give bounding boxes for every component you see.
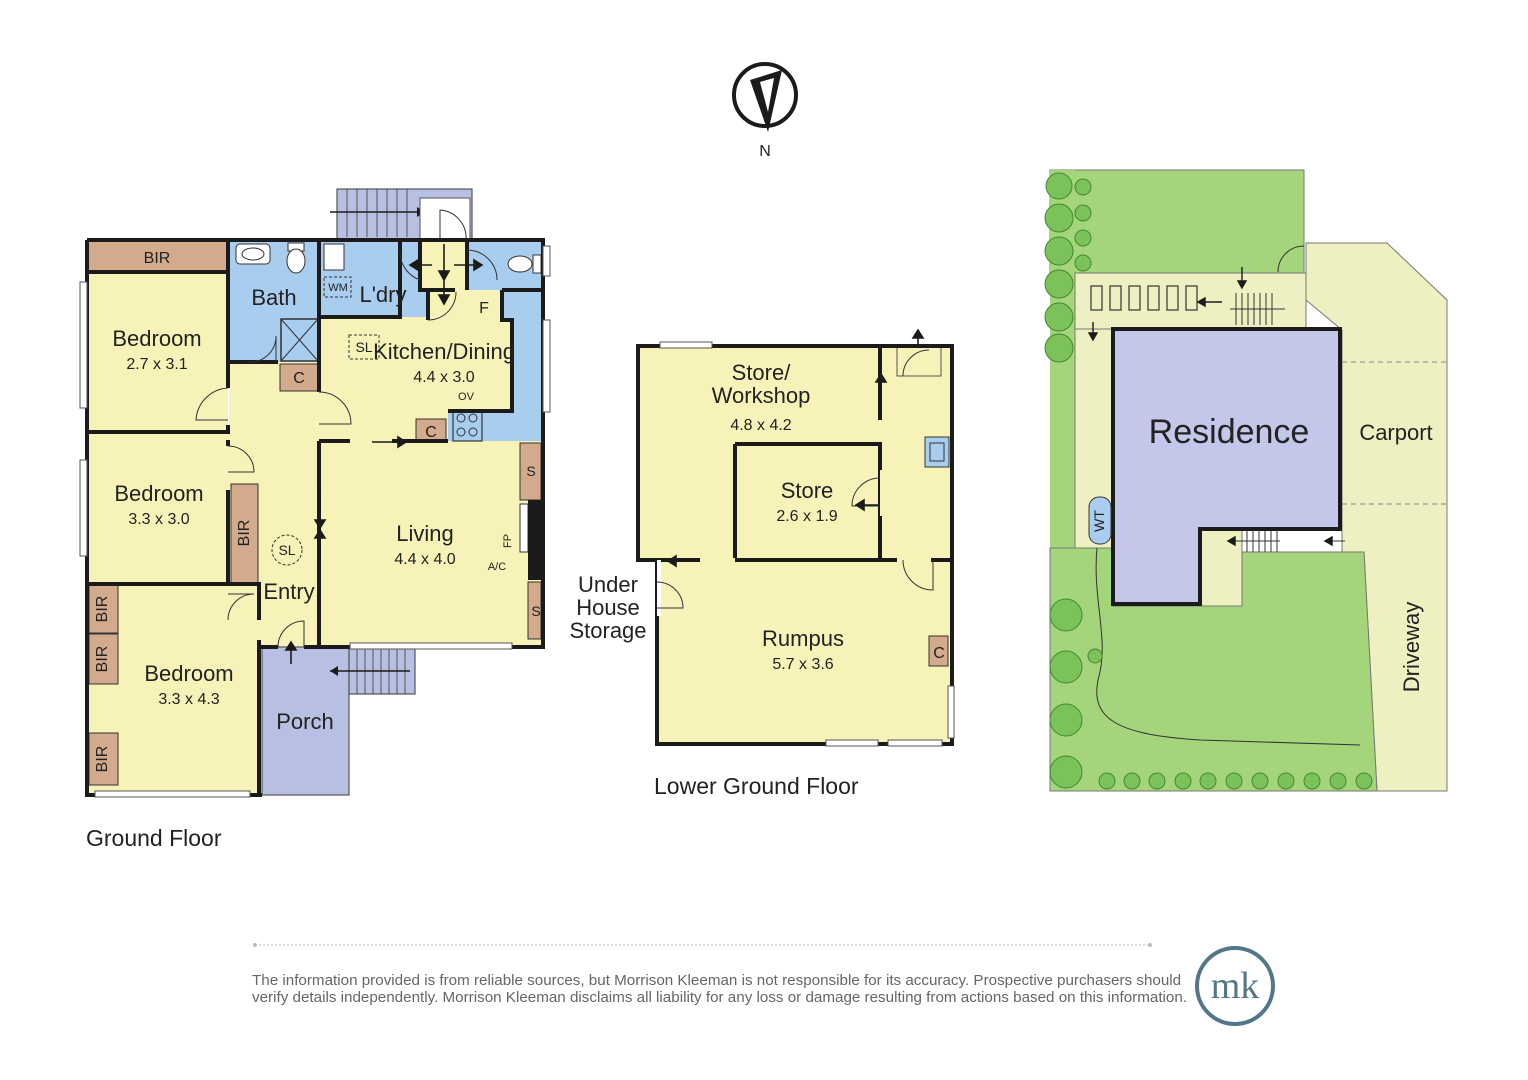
- basin-icon: [235, 243, 271, 265]
- living-dims: 4.4 x 4.0: [394, 551, 455, 568]
- c-kitchen-label: C: [425, 424, 437, 441]
- bir-b1-label: BIR: [94, 596, 111, 623]
- c-entry-label: C: [293, 370, 305, 387]
- sl-kitchen-box: [348, 334, 380, 360]
- lower-stair-door: [902, 349, 930, 377]
- fireplace-box: [528, 500, 542, 580]
- bedroom2-dims: 3.3 x 3.0: [128, 511, 189, 528]
- bedroom3-name: Bedroom: [144, 661, 233, 686]
- entry-label: Entry: [263, 579, 314, 604]
- lower-c-label: C: [933, 645, 945, 662]
- disclaimer-line1: The information provided is from reliabl…: [252, 972, 1182, 989]
- residence-label: Residence: [1149, 413, 1310, 451]
- rear-paving: [1074, 272, 1307, 330]
- fp-label: FP: [502, 534, 514, 548]
- sl-entry-circle: [271, 534, 303, 566]
- s-top-label: S: [526, 463, 535, 479]
- bir-b1: [88, 584, 119, 634]
- hedge-trees-icon: [1044, 172, 1373, 790]
- bir-top-label: BIR: [144, 250, 171, 267]
- bir-bed2-label: BIR: [236, 520, 253, 547]
- sl-entry-label: SL: [278, 542, 295, 558]
- bir-b3-label: BIR: [94, 746, 111, 773]
- site-front-stairs-icon: [1230, 530, 1345, 552]
- ground-floor-title: Ground Floor: [86, 825, 222, 851]
- porch-label: Porch: [276, 709, 333, 734]
- bedroom2-fill: [87, 432, 229, 584]
- lower-fill: [638, 346, 952, 744]
- skylight-box-icon: [280, 318, 319, 362]
- ac-label: A/C: [488, 561, 506, 573]
- kitchen-dims: 4.4 x 3.0: [413, 369, 474, 386]
- wm-box: [323, 276, 352, 298]
- logo-text: mk: [1211, 965, 1260, 1007]
- bir-b2: [88, 633, 119, 685]
- disclaimer: The information provided is from reliabl…: [252, 972, 1188, 1006]
- kitchen-floor: [319, 290, 511, 441]
- compass-label: N: [759, 143, 771, 160]
- fireplace-hearth: [519, 503, 529, 553]
- rear-stairs: [330, 188, 473, 242]
- store-workshop-name2: Workshop: [712, 383, 811, 408]
- under-house-line3: Storage: [569, 618, 646, 643]
- store-name: Store: [781, 478, 834, 503]
- bedroom1-name: Bedroom: [112, 326, 201, 351]
- disclaimer-line2: verify details independently. Morrison K…: [252, 989, 1188, 1006]
- north-compass-icon: [732, 62, 798, 132]
- store-workshop-name1: Store/: [732, 360, 792, 385]
- laundry-label: L'dry: [360, 282, 407, 307]
- mk-logo: mk: [1195, 946, 1275, 1026]
- cupboard-entry: [279, 363, 319, 392]
- site-gate-swing: [1277, 245, 1305, 273]
- water-tank: [1088, 496, 1112, 545]
- bedroom3-dims: 3.3 x 4.3: [158, 691, 219, 708]
- front-porch-stairs: [330, 647, 416, 695]
- bir-bed2: [230, 483, 259, 584]
- bir-b2-label: BIR: [94, 646, 111, 673]
- bins-icon: [1090, 285, 1198, 311]
- under-house-line2: House: [576, 595, 640, 620]
- bedroom2-name: Bedroom: [114, 481, 203, 506]
- store-workshop-dims: 4.8 x 4.2: [730, 417, 791, 434]
- residence-block: [1111, 327, 1342, 606]
- garden-bed-edge: [1095, 547, 1361, 746]
- store-dims: 2.6 x 1.9: [776, 508, 837, 525]
- under-house-line1: Under: [578, 572, 638, 597]
- driveway-label: Driveway: [1399, 602, 1424, 692]
- lower-tank: [924, 436, 950, 468]
- living-name: Living: [396, 521, 453, 546]
- bath-label: Bath: [251, 285, 296, 310]
- ov-label: OV: [458, 391, 475, 403]
- wm-label: WM: [328, 282, 348, 294]
- rumpus-name: Rumpus: [762, 626, 844, 651]
- lower-ground-floor-title: Lower Ground Floor: [654, 773, 859, 799]
- site-rear-stairs-icon: [1230, 293, 1285, 325]
- lower-stair-box: [896, 345, 942, 377]
- sl-kitchen-label: SL: [355, 339, 372, 355]
- s-bottom-label: S: [531, 603, 540, 619]
- toilet-icon: [286, 242, 306, 274]
- ground-floor-plan: BIR Bath L'dry WM Bedroom 2.7 x 3.1 Kitc…: [79, 188, 551, 798]
- site-plan: Residence Carport Driveway WT: [1044, 169, 1448, 792]
- wt-label: WT: [1091, 510, 1107, 532]
- rumpus-dims: 5.7 x 3.6: [772, 656, 833, 673]
- lower-c-cupboard: [928, 635, 949, 667]
- store-workshop-notch: [638, 560, 657, 744]
- lower-ground-floor-plan: Store/ Workshop 4.8 x 4.2 Store 2.6 x 1.…: [569, 328, 955, 747]
- cooktop-icon: [452, 409, 483, 442]
- bir-top-fill: [87, 241, 228, 272]
- laundry-tub-icon: [323, 243, 345, 271]
- bedroom1-fill: [87, 272, 228, 432]
- f-label: F: [479, 300, 489, 317]
- living-fill: [319, 441, 543, 647]
- kitchen-name: Kitchen/Dining: [373, 339, 515, 364]
- carport-label: Carport: [1359, 420, 1432, 445]
- toilet-rear-icon: [507, 254, 542, 274]
- bedroom1-dims: 2.7 x 3.1: [126, 356, 187, 373]
